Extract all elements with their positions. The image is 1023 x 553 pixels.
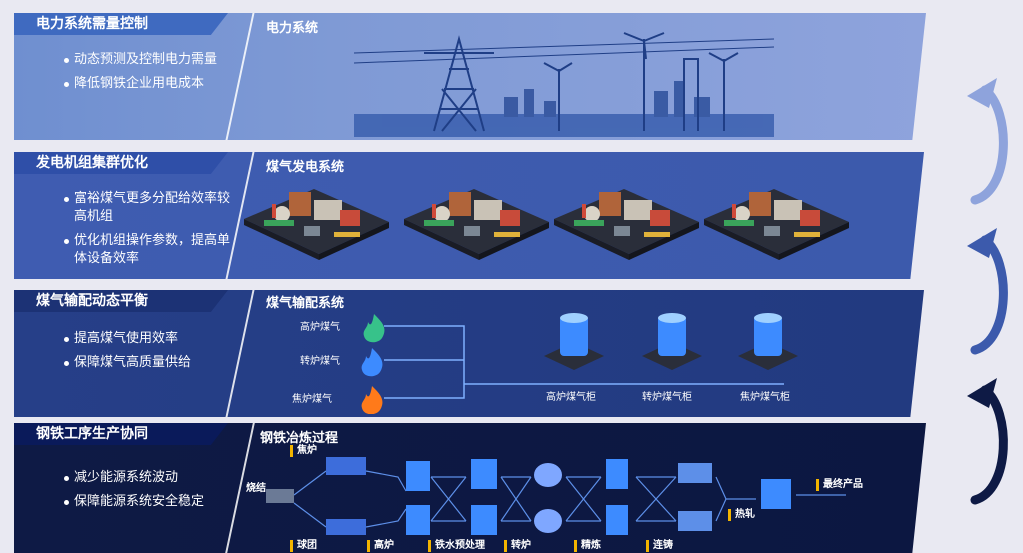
bullet-item: 提高煤气使用效率	[64, 330, 234, 348]
section-title: 钢铁冶炼过程	[260, 431, 339, 446]
gas-power-plant	[244, 189, 389, 260]
process-label-sinter: 烧结	[246, 483, 266, 494]
flame-icon	[361, 348, 383, 377]
layer-tag: 煤气输配动态平衡	[14, 290, 228, 312]
process-label-converter: 转炉	[504, 540, 531, 552]
process-label-rolling: 热轧	[728, 509, 755, 521]
layer-tag: 电力系统需量控制	[14, 13, 228, 35]
layer-tag: 发电机组集群优化	[14, 152, 228, 174]
gas-holder-icon	[544, 313, 604, 370]
process-label-bf: 高炉	[367, 540, 394, 552]
gas-holder-label: 转炉煤气柜	[642, 390, 692, 403]
bullet-list: 减少能源系统波动 保障能源系统安全稳定	[64, 469, 234, 517]
process-label-refine: 精炼	[574, 540, 601, 552]
caster-icon	[678, 463, 712, 531]
bullet-item: 保障煤气高质量供给	[64, 354, 234, 372]
process-label-coke: 焦炉	[290, 445, 317, 457]
process-label-pellet: 球团	[290, 540, 317, 552]
bullet-list: 富裕煤气更多分配给效率较高机组 优化机组操作参数，提高单体设备效率	[64, 190, 234, 274]
bullet-list: 提高煤气使用效率 保障煤气高质量供给	[64, 330, 234, 378]
flame-icon	[361, 386, 383, 414]
gas-holder-label: 高炉煤气柜	[546, 390, 596, 403]
layer-gas-distribution: 煤气输配动态平衡 提高煤气使用效率 保障煤气高质量供给 煤气输配系统 高炉煤气 …	[14, 290, 924, 417]
process-label-final: 最终产品	[816, 479, 863, 491]
gas-network-diagram: 高炉煤气 转炉煤气 焦炉煤气 高炉煤气柜 转炉煤气柜 焦炉煤气柜	[292, 313, 798, 414]
flame-icon	[363, 314, 385, 343]
coke-oven-icon	[326, 457, 366, 475]
section-title: 电力系统	[266, 21, 319, 36]
section-title: 煤气发电系统	[266, 160, 345, 175]
layer-power-system: 电力系统需量控制 动态预测及控制电力需量 降低钢铁企业用电成本 电力系统	[14, 13, 926, 140]
curved-arrow-icon	[970, 235, 1008, 355]
hot-rolling-icon	[761, 479, 791, 509]
refining-icon	[606, 459, 628, 535]
bullet-item: 减少能源系统波动	[64, 469, 234, 487]
blast-furnace-icon	[406, 461, 430, 535]
power-grid-illustration	[354, 32, 774, 137]
bullet-item: 动态预测及控制电力需量	[64, 51, 234, 69]
converter-icon	[534, 463, 562, 533]
curved-arrow-icon	[970, 85, 1008, 205]
bullet-item: 降低钢铁企业用电成本	[64, 75, 234, 93]
curved-arrow-icon	[970, 385, 1008, 505]
power-plant-illustrations	[244, 189, 849, 260]
layer-tag: 钢铁工序生产协同	[14, 423, 228, 445]
layer-steel-process: 钢铁工序生产协同 减少能源系统波动 保障能源系统安全稳定 钢铁冶炼过程	[14, 423, 926, 553]
gas-holder-icon	[642, 313, 702, 370]
bullet-item: 保障能源系统安全稳定	[64, 493, 234, 511]
pellet-icon	[326, 519, 366, 535]
gas-source-label: 高炉煤气	[300, 320, 340, 333]
process-label-pretreat: 铁水预处理	[428, 540, 485, 552]
gas-source-label: 焦炉煤气	[292, 392, 332, 405]
gas-source-label: 转炉煤气	[300, 354, 340, 367]
gas-holder-label: 焦炉煤气柜	[740, 390, 790, 403]
gas-power-plant	[554, 189, 699, 260]
gas-power-plant	[404, 189, 549, 260]
pretreatment-icon	[471, 459, 497, 535]
bullet-list: 动态预测及控制电力需量 降低钢铁企业用电成本	[64, 51, 234, 99]
layer-gas-power: 发电机组集群优化 富裕煤气更多分配给效率较高机组 优化机组操作参数，提高单体设备…	[14, 152, 924, 279]
section-title: 煤气输配系统	[266, 296, 345, 311]
gas-power-plant	[704, 189, 849, 260]
process-label-caster: 连铸	[646, 540, 673, 552]
steel-process-diagram	[266, 457, 846, 535]
gas-holder-icon	[738, 313, 798, 370]
bullet-item: 优化机组操作参数，提高单体设备效率	[64, 232, 234, 268]
sinter-icon	[266, 489, 294, 503]
bullet-item: 富裕煤气更多分配给效率较高机组	[64, 190, 234, 226]
feedback-arrows	[967, 78, 1008, 505]
